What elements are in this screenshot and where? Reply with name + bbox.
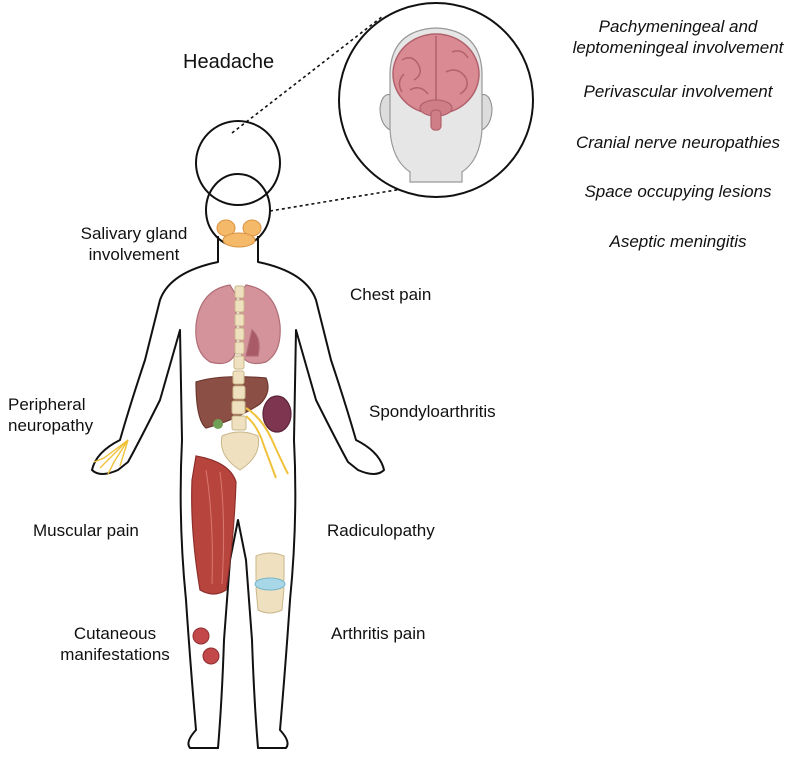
label-muscular-pain: Muscular pain [33,521,139,540]
headache-item-4: Space occupying lesions [584,182,772,201]
label-cutaneous-line1: Cutaneous [73,624,157,643]
zoom-connector-bottom [269,185,421,212]
headache-item-3: Cranial nerve neuropathies [575,133,781,152]
headache-item-5: Aseptic meningitis [609,232,747,251]
label-peripheral-line2: neuropathy [8,416,94,435]
hand-nerves-icon [93,439,129,475]
zoom-connector-top [231,15,384,134]
brain-icon [392,33,480,131]
salivary-gland-icon [216,219,262,248]
lungs-icon [195,284,281,365]
skin-lesion-icon [202,647,220,665]
label-arthritis-pain: Arthritis pain [331,624,426,643]
headache-item-2: Perivascular involvement [583,82,773,101]
headache-item-1-line2: leptomeningeal involvement [572,38,784,57]
label-peripheral-line1: Peripheral [8,395,86,414]
spine-icon [220,285,260,471]
label-spondyloarthritis: Spondyloarthritis [369,402,496,421]
head-highlight-circle [195,120,281,206]
skin-lesion-icon [192,627,210,645]
headache-item-1: Pachymeningeal and leptomeningeal involv… [556,16,800,58]
label-salivary-line1: Salivary gland [80,224,188,243]
label-salivary-gland: Salivary gland involvement [79,223,189,265]
label-salivary-line2: involvement [88,245,180,264]
thigh-muscle-icon [191,455,237,595]
kidney-icon [262,395,292,433]
label-chest-pain: Chest pain [350,285,432,304]
label-cutaneous-line2: manifestations [60,645,170,664]
magnified-head [338,2,534,198]
label-peripheral-neuropathy: Peripheral neuropathy [8,394,93,436]
label-radiculopathy: Radiculopathy [327,521,435,540]
headache-item-1-line1: Pachymeningeal and [598,17,758,36]
gallbladder-icon [213,419,223,429]
nerve-roots-icon [245,407,289,479]
label-cutaneous-manifestations: Cutaneous manifestations [57,623,173,665]
label-headache: Headache [183,51,275,73]
knee-joint-icon [254,552,286,614]
